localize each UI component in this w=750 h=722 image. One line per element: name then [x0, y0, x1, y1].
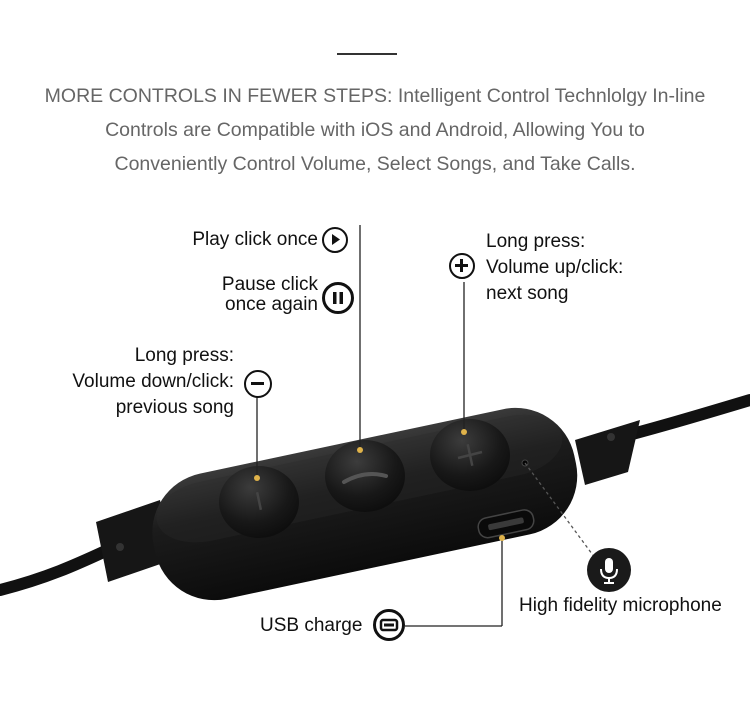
strain-relief-right [575, 420, 640, 485]
button-call [325, 440, 405, 512]
strain-relief-left [96, 500, 172, 582]
minus-icon [244, 370, 272, 398]
pause-label-line-1: Pause click [221, 274, 318, 295]
pause-callout: Pause click once again [196, 275, 318, 315]
volume-down-line-1: Long press: [134, 345, 234, 366]
headline-line-3: Conveniently Control Volume, Select Song… [114, 153, 636, 175]
play-icon [322, 227, 348, 253]
volume-down-callout: Long press: Volume down/click: previous … [40, 343, 234, 421]
volume-up-callout: Long press: Volume up/click: next song [486, 229, 623, 307]
usb-callout: USB charge [260, 613, 362, 639]
button-plus [430, 419, 510, 491]
pause-icon [322, 282, 354, 314]
volume-down-line-2: Volume down/click: [72, 371, 234, 392]
usb-port-icon [373, 609, 405, 641]
volume-up-line-3: next song [486, 283, 569, 304]
microphone-label: High fidelity microphone [519, 595, 722, 616]
volume-down-line-3: previous song [115, 397, 234, 418]
usb-port [477, 509, 535, 539]
headline: MORE CONTROLS IN FEWER STEPS: Intelligen… [0, 79, 750, 181]
plus-icon [449, 253, 475, 279]
button-minus [219, 466, 299, 538]
volume-up-line-1: Long press: [486, 231, 586, 252]
headline-line-1: MORE CONTROLS IN FEWER STEPS: Intelligen… [44, 85, 706, 107]
volume-up-line-2: Volume up/click: [486, 257, 624, 278]
play-label: Play click once [192, 229, 318, 250]
microphone-callout: High fidelity microphone [519, 593, 722, 619]
pause-label-line-2: once again [225, 294, 318, 315]
usb-label: USB charge [260, 615, 363, 636]
top-divider [337, 53, 397, 55]
play-callout: Play click once [160, 227, 318, 253]
headline-line-2: Controls are Compatible with iOS and And… [105, 119, 645, 141]
microphone-icon [587, 548, 631, 592]
